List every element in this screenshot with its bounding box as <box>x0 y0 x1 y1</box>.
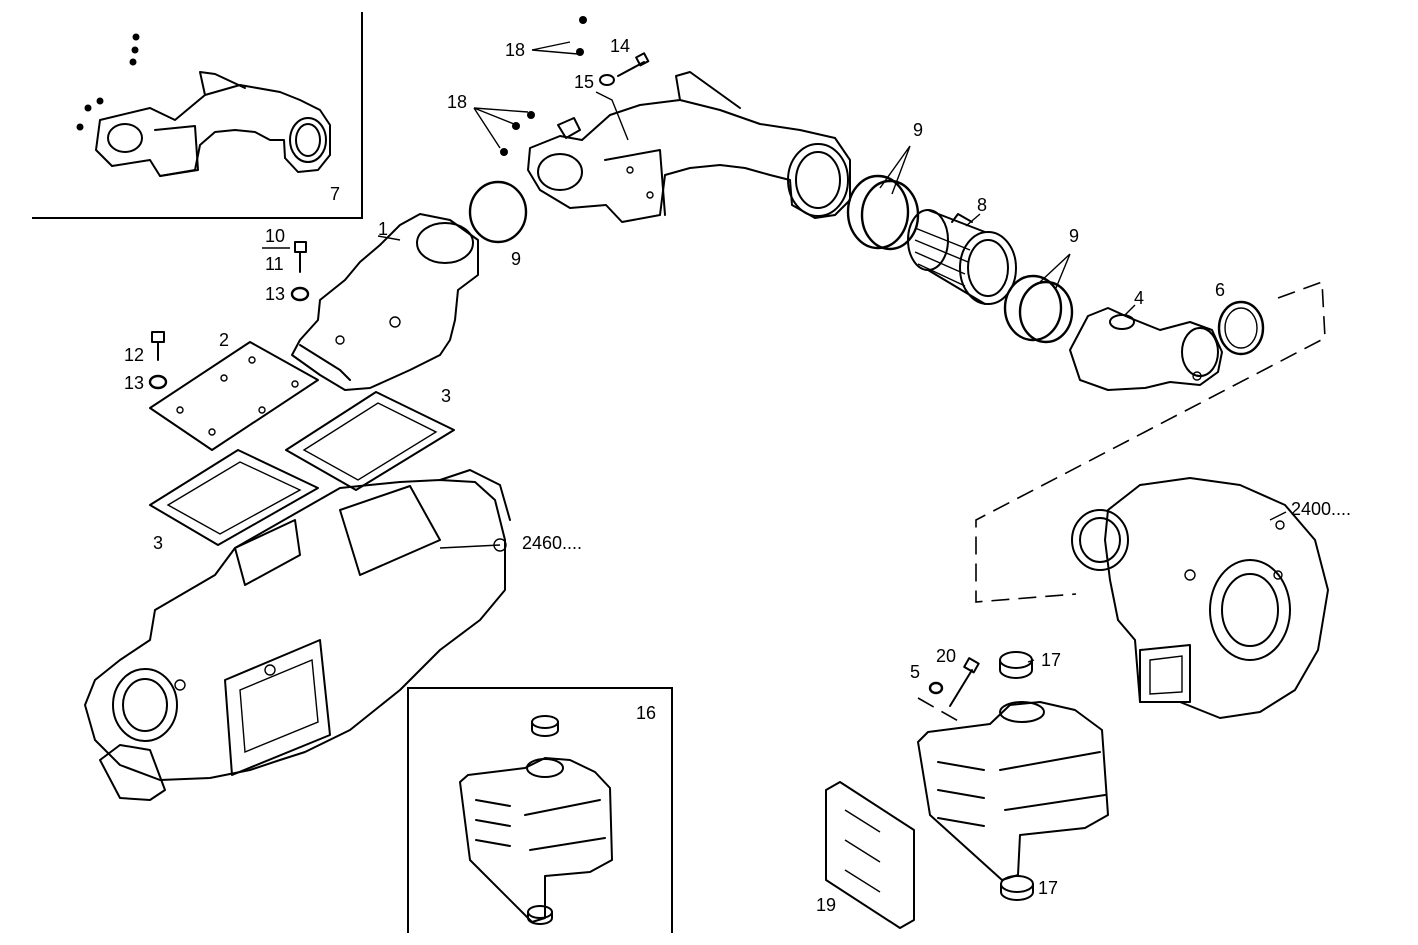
elbow-1 <box>291 213 479 391</box>
label-3-upper: 3 <box>441 386 451 406</box>
stud-group-18-left <box>500 111 535 156</box>
label-5: 5 <box>910 662 920 682</box>
inset-7-nuts <box>76 33 140 131</box>
label-20: 20 <box>936 646 956 666</box>
inset-16-elbow-housing <box>459 757 613 923</box>
label-19: 19 <box>816 895 836 915</box>
dashed-leader-5 <box>917 697 961 723</box>
exhaust-manifold <box>527 71 851 223</box>
label-11: 11 <box>265 254 284 274</box>
label-12: 12 <box>124 345 144 365</box>
ring-9-a <box>468 180 528 244</box>
label-9-a: 9 <box>511 249 521 269</box>
elbow-housing-main <box>917 701 1109 881</box>
label-10: 10 <box>265 226 285 246</box>
label-6: 6 <box>1215 280 1225 300</box>
plug-17-bottom <box>1000 875 1034 901</box>
label-13-bottom: 13 <box>124 373 144 393</box>
gasket-3-lower <box>149 449 319 546</box>
washer-13-bottom <box>148 374 168 390</box>
washer-13-top <box>290 286 310 302</box>
leader-lines <box>262 41 1287 889</box>
label-3-lower: 3 <box>153 533 163 553</box>
rings-9-c <box>1003 274 1074 344</box>
label-18-top: 18 <box>505 40 525 60</box>
blower-housing-2460 <box>84 469 511 801</box>
bellows-8 <box>907 209 1017 305</box>
inset-box-7: 7 <box>32 12 363 219</box>
ring-6 <box>1217 300 1265 356</box>
gasket-19 <box>825 781 915 929</box>
label-14: 14 <box>610 36 630 56</box>
label-18-left: 18 <box>447 92 467 112</box>
bolt-14 <box>617 52 650 77</box>
stud-group-18-top <box>576 16 587 56</box>
label-2: 2 <box>219 330 229 350</box>
gasket-3-upper <box>285 391 455 491</box>
label-2460: 2460.... <box>522 533 582 553</box>
label-15: 15 <box>574 72 594 92</box>
label-13-top: 13 <box>265 284 285 304</box>
label-1: 1 <box>378 219 388 239</box>
label-9-b: 9 <box>913 120 923 140</box>
label-9-c: 9 <box>1069 226 1079 246</box>
inset-7-manifold <box>95 71 331 177</box>
cap-17-top <box>999 651 1033 679</box>
cover-plate-2 <box>149 341 319 451</box>
label-4: 4 <box>1134 288 1144 308</box>
elbow-4 <box>1069 307 1223 391</box>
washer-5 <box>928 681 944 695</box>
turbocharger-2400 <box>1071 477 1329 719</box>
label-16: 16 <box>636 703 656 723</box>
label-17-bottom: 17 <box>1038 878 1058 898</box>
inset-16-plug <box>527 905 553 925</box>
label-7: 7 <box>330 184 340 204</box>
washer-15 <box>599 74 615 86</box>
label-8: 8 <box>977 195 987 215</box>
inset-16-cap <box>531 715 559 737</box>
dashed-boundary <box>975 280 1326 603</box>
inset-box-16: 16 <box>407 687 673 933</box>
label-17-top: 17 <box>1041 650 1061 670</box>
bolt-12 <box>151 331 165 361</box>
label-2400: 2400.... <box>1291 499 1351 519</box>
bolt-20 <box>949 657 980 707</box>
bolt-10-11 <box>294 241 307 273</box>
